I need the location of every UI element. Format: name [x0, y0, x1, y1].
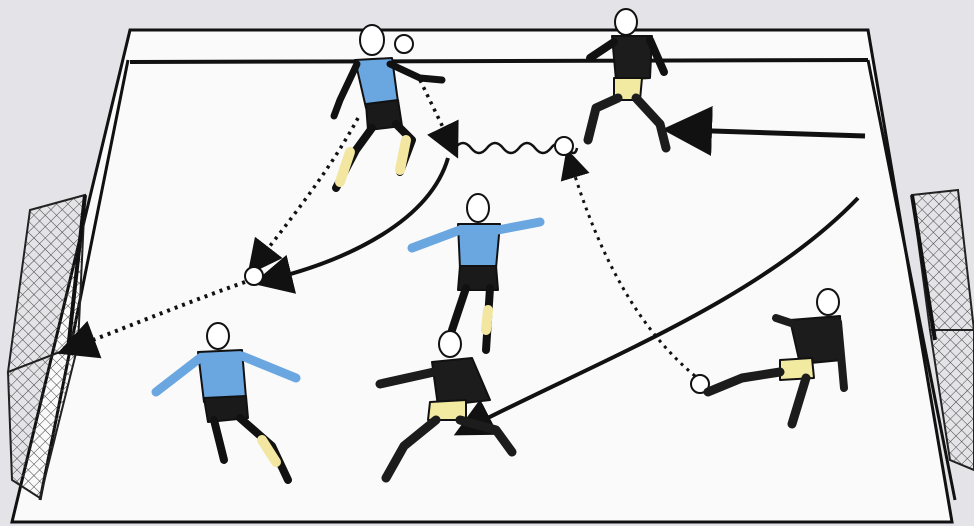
player-head: [467, 194, 489, 222]
player-head: [615, 9, 637, 35]
player-head: [439, 331, 461, 357]
player-sock: [486, 310, 488, 330]
ball: [395, 35, 413, 53]
ball: [245, 267, 263, 285]
back-wall-line: [130, 60, 868, 62]
player-head: [360, 25, 384, 55]
player-shirt: [612, 36, 652, 80]
ball: [555, 137, 573, 155]
player-sock: [400, 140, 406, 170]
player-head: [207, 323, 229, 349]
player-head: [817, 289, 839, 315]
